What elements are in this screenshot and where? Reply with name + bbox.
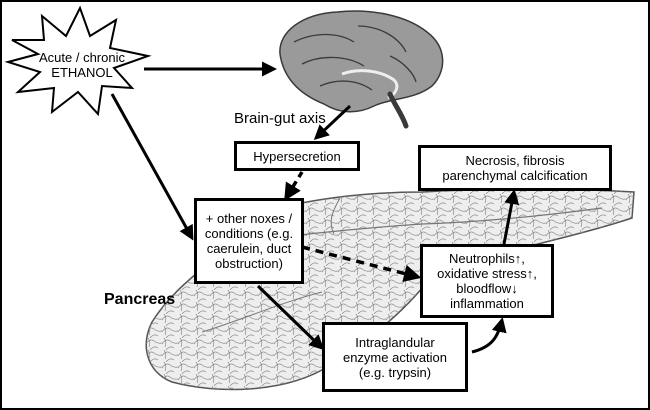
arrow-noxes-to-neutrophils	[301, 245, 422, 282]
arrow-hypersecretion-to-noxes	[284, 171, 304, 201]
pancreas-label: Pancreas	[104, 291, 176, 308]
ethanol-line-2: ETHANOL	[51, 65, 113, 80]
noxes-line-4: obstruction)	[215, 256, 283, 271]
enzyme-line-3: (e.g. trypsin)	[358, 364, 432, 380]
noxes-line-1: + other noxes /	[205, 211, 293, 226]
noxes-box: + other noxes / conditions (e.g. caerule…	[194, 198, 304, 284]
noxes-line-3: caerulein, duct	[206, 241, 292, 256]
necrosis-line-1: Necrosis, fibrosis	[465, 153, 565, 168]
hypersecretion-box: Hypersecretion	[234, 141, 360, 171]
noxes-line-2: conditions (e.g.	[204, 226, 294, 241]
arrow-neutrophils-to-necrosis	[502, 189, 520, 245]
enzyme-activation-box: Intraglandular enzyme activation (e.g. t…	[322, 322, 468, 392]
hypersecretion-text: Hypersecretion	[253, 148, 341, 164]
neutrophils-line-4: inflammation	[450, 296, 524, 311]
arrow-noxes-to-enzyme	[256, 284, 325, 351]
enzyme-line-2: enzyme activation	[342, 349, 448, 365]
necrosis-box: Necrosis, fibrosis parenchymal calcifica…	[418, 145, 612, 191]
starburst-shape	[4, 5, 152, 117]
arrow-enzyme-to-neutrophils	[471, 317, 507, 354]
enzyme-line-1: Intraglandular	[355, 334, 435, 350]
brain-illustration	[279, 10, 444, 129]
neutrophils-line-3: bloodflow↓	[456, 281, 518, 296]
neutrophils-line-1: Neutrophils↑,	[449, 251, 525, 266]
necrosis-line-2: parenchymal calcification	[442, 168, 588, 183]
arrow-ethanol-to-noxes	[110, 93, 194, 241]
arrow-brain-to-hypersecretion	[313, 104, 352, 141]
ethanol-label: Acute / chronic ETHANOL	[32, 50, 132, 80]
brain-gut-axis-label: Brain-gut axis	[234, 110, 326, 127]
neutrophils-line-2: oxidative stress↑,	[437, 266, 537, 281]
ethanol-line-1: Acute / chronic	[39, 50, 125, 65]
neutrophils-box: Neutrophils↑, oxidative stress↑, bloodfl…	[420, 244, 554, 318]
